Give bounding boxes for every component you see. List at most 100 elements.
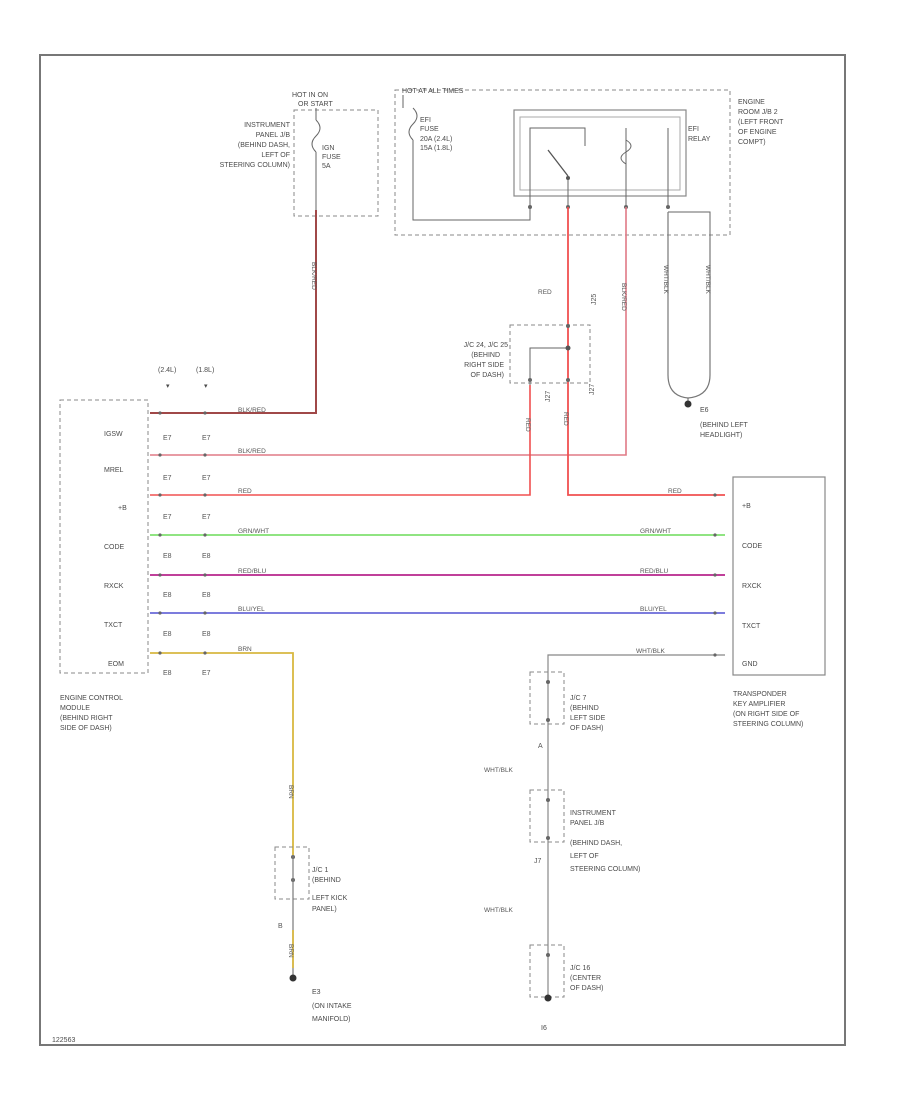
ecm-pin-rxck-b: E8	[202, 592, 211, 599]
jc-label-4: OF DASH)	[471, 372, 504, 379]
jc-pin-bottom-right: J27	[589, 384, 596, 395]
ecm-location-1: ENGINE CONTROL	[60, 695, 123, 702]
jc16-label-1: J/C 16	[570, 965, 590, 972]
instrument-jb-label-5: STEERING COLUMN)	[570, 866, 640, 873]
ecm-terminal-mrel: MREL	[104, 467, 124, 474]
jc1-label-2: (BEHIND	[312, 877, 341, 884]
wire-eom	[150, 652, 294, 855]
ecm-connector-2-4l: (2.4L)	[158, 367, 176, 374]
amplifier-outline	[732, 476, 826, 676]
ecm-pin-mrel-a: E7	[163, 475, 172, 482]
amp-terminal-txct: TXCT	[742, 623, 761, 630]
wire-amp-gnd	[547, 654, 725, 1000]
ecm-terminal-igsw: IGSW	[104, 431, 123, 438]
wire-txct-label: BLU/YEL	[238, 606, 265, 613]
ecm-terminal-plus-b: +B	[118, 505, 127, 512]
diagram-border	[39, 54, 846, 1046]
ecm-outline	[59, 399, 149, 674]
wire-mrel-vertical-label: BLK/RED	[620, 283, 627, 311]
diagram-id: 122563	[52, 1037, 75, 1044]
efi-location-1: ENGINE	[738, 99, 765, 106]
wire-red-vertical-label: RED	[538, 289, 552, 296]
instrument-jb-label-2: PANEL J/B	[570, 820, 605, 827]
amp-terminal-gnd: GND	[742, 661, 758, 668]
jc7-box	[529, 671, 565, 725]
relay-coil	[620, 139, 632, 165]
instrument-jb-box	[529, 789, 565, 843]
jc1-pin-b: B	[278, 923, 283, 930]
ecm-pin-code-a: E8	[163, 553, 172, 560]
instrument-jb-label-3: (BEHIND DASH,	[570, 840, 622, 847]
brn-wire-label-upper: BRN	[287, 785, 294, 799]
efi-location-5: COMPT)	[738, 139, 766, 146]
ign-fuse-location-3: (BEHIND DASH,	[238, 142, 290, 149]
ign-fuse-location-4: LEFT OF	[261, 152, 290, 159]
gnd-wire-1-label: WHT/BLK	[484, 767, 514, 774]
ecm-connector-arrow-1: ▾	[166, 383, 170, 390]
jc1-label-4: PANEL)	[312, 906, 337, 913]
efi-location-3: (LEFT FRONT	[738, 119, 784, 126]
amp-location-1: TRANSPONDER	[733, 691, 787, 698]
jc-label-3: RIGHT SIDE	[464, 362, 504, 369]
efi-junction-block: HOT AT ALL TIMES EFI FUSE 20A (2.4L) 15A…	[394, 88, 784, 238]
wire-txct-amp-label: BLU/YEL	[640, 606, 667, 613]
instrument-jb-label-1: INSTRUMENT	[570, 810, 617, 817]
jc7-pin-a: A	[538, 743, 543, 750]
wire-mrel	[150, 207, 627, 456]
efi-hot-label: HOT AT ALL TIMES	[402, 88, 464, 95]
wire-eom-label: BRN	[238, 646, 252, 653]
ground-e6-wire-1: WHT/BLK	[662, 265, 669, 295]
wire-mrel-label: BLK/RED	[238, 448, 266, 455]
ign-fuse-box: HOT IN ON OR START IGN FUSE 5A INSTRUMEN…	[220, 92, 379, 217]
ecm-block: (2.4L) (1.8L) ▾ ▾ IGSW MREL +B CODE RXCK…	[59, 367, 214, 732]
amp-location-4: STEERING COLUMN)	[733, 721, 803, 728]
ecm-connector-arrow-2: ▾	[204, 383, 208, 390]
jc16-label-3: OF DASH)	[570, 985, 603, 992]
amp-location-2: KEY AMPLIFIER	[733, 701, 785, 708]
jc-label-1: J/C 24, J/C 25	[464, 342, 508, 349]
ground-e6-location-1: (BEHIND LEFT	[700, 422, 749, 429]
wire-amp-gnd-label: WHT/BLK	[636, 648, 666, 655]
ign-fuse-symbol	[311, 119, 321, 153]
ground-e3-symbol	[289, 974, 297, 982]
efi-fuse-3: 20A (2.4L)	[420, 136, 452, 143]
ecm-pin-code-b: E8	[202, 553, 211, 560]
efi-fuse-1: EFI	[420, 117, 431, 124]
ecm-pin-eom-b: E7	[202, 670, 211, 677]
ecm-location-2: MODULE	[60, 705, 90, 712]
ecm-location-4: SIDE OF DASH)	[60, 725, 112, 732]
amp-terminal-rxck: RXCK	[742, 583, 762, 590]
ecm-terminal-rxck: RXCK	[104, 583, 124, 590]
ign-fuse-location-5: STEERING COLUMN)	[220, 162, 290, 169]
instrument-jb-pin-j7: J7	[534, 858, 542, 865]
wire-plus-b-amp	[567, 207, 725, 496]
ecm-pin-igsw-a: E7	[163, 435, 172, 442]
ecm-terminal-txct: TXCT	[104, 622, 123, 629]
jc7-label-4: OF DASH)	[570, 725, 603, 732]
ecm-pin-mrel-b: E7	[202, 475, 211, 482]
wire-code-amp-label: GRN/WHT	[640, 528, 671, 535]
jc-label-2: (BEHIND	[471, 352, 500, 359]
ground-e3-location-2: MANIFOLD)	[312, 1016, 351, 1023]
jc7-label-1: J/C 7	[570, 695, 586, 702]
wire-code-label: GRN/WHT	[238, 528, 269, 535]
wire-igsw	[150, 210, 317, 414]
efi-location-4: OF ENGINE	[738, 129, 777, 136]
ign-fuse-location-2: PANEL J/B	[256, 132, 291, 139]
ground-i6-code: I6	[541, 1025, 547, 1032]
ground-e3-location-1: (ON INTAKE	[312, 1003, 352, 1010]
efi-fuse-2: FUSE	[420, 126, 439, 133]
ecm-terminal-eom: EOM	[108, 661, 124, 668]
wire-plus-b-ecm-label: RED	[238, 488, 252, 495]
wire-rxck-label: RED/BLU	[238, 568, 266, 575]
brn-ground-path: BRN J/C 1 (BEHIND LEFT KICK PANEL) B BRN…	[274, 785, 352, 1023]
ign-hot-label-1: HOT IN ON	[292, 92, 328, 99]
ecm-wires: BLK/RED BLK/RED BLK/RED BLK/RED RED RED …	[150, 207, 725, 855]
ecm-connector-1-8l: (1.8L)	[196, 367, 214, 374]
ecm-pin-txct-b: E8	[202, 631, 211, 638]
jc-pin-bottom-left: J27	[545, 391, 552, 402]
efi-fuse-4: 15A (1.8L)	[420, 145, 452, 152]
amp-terminal-code: CODE	[742, 543, 763, 550]
